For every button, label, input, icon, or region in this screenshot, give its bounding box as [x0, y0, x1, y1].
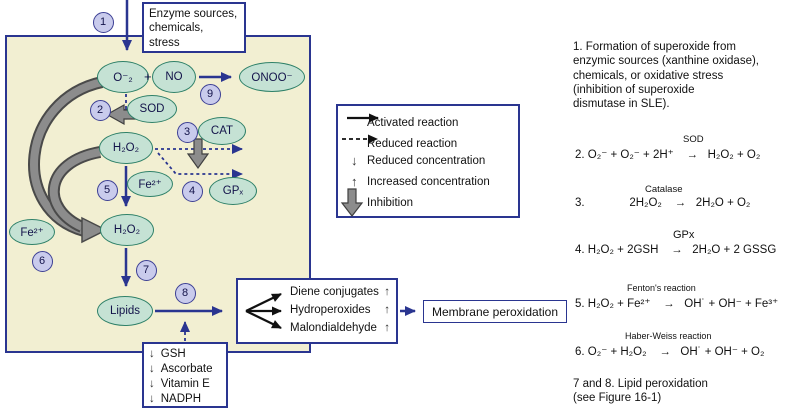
depletion-label: NADPH — [160, 392, 202, 405]
decrease-arrow-icon: ↓ — [149, 392, 155, 405]
reaction-3-enzyme-label: Catalase — [645, 184, 683, 195]
reaction-4-equation: 4. H₂O₂ + 2GSH → 2H₂O + 2 GSSG — [575, 244, 777, 256]
enzyme-sources-box: Enzyme sources, chemicals, stress — [142, 2, 246, 53]
reaction-note-5: Fenton's reaction 5. H₂O₂ + Fe²⁺ → OH˙ +… — [575, 283, 779, 310]
product-label: Diene conjugates — [290, 286, 379, 298]
legend-label-reduced-concentration: Reduced concentration — [367, 155, 486, 167]
node-nitric-oxide: NO — [152, 61, 196, 93]
node-iron-upper: Fe²⁺ — [127, 171, 173, 197]
node-iron-lower: Fe²⁺ — [9, 219, 55, 245]
step-circle-9: 9 — [199, 83, 221, 105]
legend-label-inhibition: Inhibition — [367, 197, 414, 209]
legend-box: Activated reaction Reduced reaction ↓ Re… — [336, 104, 520, 218]
product-row-diene: Diene conjugates ↑ — [290, 286, 390, 298]
decrease-arrow-icon: ↓ — [149, 348, 155, 360]
node-sod: SOD — [127, 95, 177, 123]
depletion-row-gsh: ↓ GSH — [149, 347, 221, 362]
step-circle-4: 4 — [181, 180, 203, 202]
plus-sign: + — [144, 69, 152, 84]
depletion-label: Vitamin E — [160, 377, 210, 390]
up-arrow-glyph-icon: ↑ — [351, 174, 358, 189]
product-row-malondialdehyde: Malondialdehyde ↑ — [290, 322, 390, 334]
legend-label-increased-concentration: Increased concentration — [367, 176, 490, 188]
node-h2o2-lower: H₂O₂ — [100, 214, 154, 246]
step-circle-1: 1 — [92, 11, 114, 33]
reaction-5-name-label: Fenton's reaction — [627, 283, 696, 293]
step-circle-5: 5 — [96, 179, 118, 201]
reaction-note-1: 1. Formation of superoxide from enzymic … — [573, 41, 759, 110]
membrane-peroxidation-box: Membrane peroxidation — [423, 300, 567, 323]
node-catalase: CAT — [198, 117, 246, 145]
step-circle-7: 7 — [135, 259, 157, 281]
reaction-note-7-8: 7 and 8. Lipid peroxidation (see Figure … — [573, 378, 708, 405]
antioxidant-depletion-box: ↓ GSH ↓ Ascorbate ↓ Vitamin E ↓ NADPH — [142, 342, 228, 408]
reaction-note-4: GPx 4. H₂O₂ + 2GSH → 2H₂O + 2 GSSG — [575, 229, 777, 256]
depletion-row-ascorbate: ↓ Ascorbate — [149, 362, 221, 377]
decrease-arrow-icon: ↓ — [149, 362, 155, 375]
depletion-label: Ascorbate — [160, 362, 213, 375]
increase-arrow-icon: ↑ — [384, 286, 390, 298]
step-circle-8: 8 — [174, 282, 196, 304]
reaction-note-2: SOD 2. O₂⁻ + O₂⁻ + 2H⁺ → H₂O₂ + O₂ — [575, 134, 761, 161]
reaction-3-equation: 3. 2H₂O₂ → 2H₂O + O₂ — [575, 197, 751, 209]
reaction-2-equation: 2. O₂⁻ + O₂⁻ + 2H⁺ → H₂O₂ + O₂ — [575, 149, 761, 161]
reaction-note-3: Catalase 3. 2H₂O₂ → 2H₂O + O₂ — [575, 184, 751, 209]
node-h2o2-upper: H₂O₂ — [99, 132, 153, 164]
product-row-hydroperoxides: Hydroperoxides ↑ — [290, 304, 390, 316]
node-lipids: Lipids — [97, 296, 153, 326]
enzyme-sources-line: stress — [149, 36, 180, 49]
reaction-5-equation: 5. H₂O₂ + Fe²⁺ → OH˙ + OH⁻ + Fe³⁺ — [575, 298, 779, 310]
increase-arrow-icon: ↑ — [384, 304, 390, 316]
peroxidation-products-box: Diene conjugates ↑ Hydroperoxides ↑ Malo… — [236, 278, 398, 344]
depletion-row-vitamin-e: ↓ Vitamin E — [149, 377, 221, 392]
reaction-6-name-label: Haber-Weiss reaction — [625, 331, 712, 341]
enzyme-sources-line: chemicals, — [149, 22, 204, 35]
membrane-peroxidation-label: Membrane peroxidation — [431, 304, 559, 319]
down-arrow-glyph-icon: ↓ — [351, 153, 358, 168]
enzyme-sources-line: Enzyme sources, — [149, 8, 238, 20]
step-circle-3: 3 — [176, 121, 198, 143]
legend-label-activated: Activated reaction — [367, 117, 459, 129]
decrease-arrow-icon: ↓ — [149, 377, 155, 390]
depletion-row-nadph: ↓ NADPH — [149, 392, 221, 407]
increase-arrow-icon: ↑ — [384, 322, 390, 334]
product-label: Hydroperoxides — [290, 304, 371, 316]
reaction-2-enzyme-label: SOD — [683, 134, 704, 145]
reaction-4-enzyme-label: GPx — [673, 229, 695, 241]
node-gpx: GPₓ — [209, 177, 257, 205]
step-circle-6: 6 — [31, 250, 53, 272]
node-peroxynitrite: ONOO⁻ — [239, 62, 305, 92]
step-circle-2: 2 — [89, 99, 111, 121]
legend-label-reduced: Reduced reaction — [367, 138, 458, 150]
product-label: Malondialdehyde — [290, 322, 377, 334]
reaction-6-equation: 6. O₂⁻ + H₂O₂ → OH˙ + OH⁻ + O₂ — [575, 346, 765, 358]
depletion-label: GSH — [160, 348, 186, 360]
node-superoxide: O⁻₂ — [97, 61, 149, 93]
reaction-note-6: Haber-Weiss reaction 6. O₂⁻ + H₂O₂ → OH˙… — [575, 331, 765, 358]
